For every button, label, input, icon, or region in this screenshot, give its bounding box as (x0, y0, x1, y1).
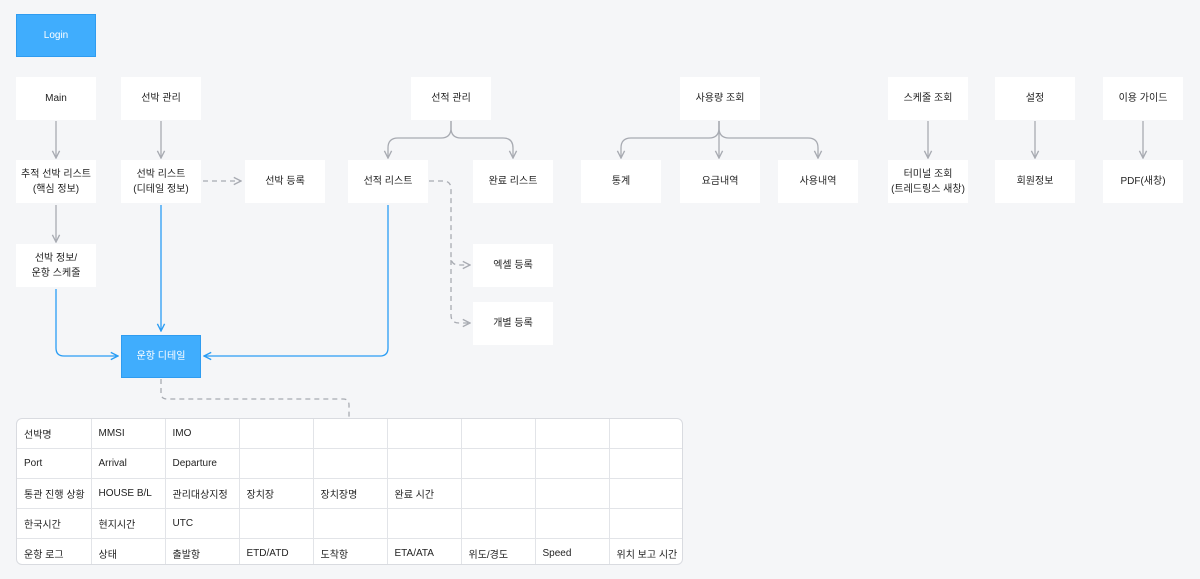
node-fee-history[interactable]: 요금내역 (680, 160, 760, 203)
table-cell (313, 448, 388, 479)
table-cell (535, 448, 610, 479)
node-usage-query[interactable]: 사용량 조회 (680, 77, 760, 120)
node-cargo-manage[interactable]: 선적 관리 (411, 77, 491, 120)
node-ship-manage[interactable]: 선박 관리 (121, 77, 201, 120)
node-member-info[interactable]: 회원정보 (995, 160, 1075, 203)
table-cell: HOUSE B/L (91, 478, 166, 509)
voyage-detail-table: 선박명 MMSI IMO Port Arrival Departure (16, 418, 683, 565)
table-cell: 운항 로그 (17, 538, 92, 564)
table-cell: 위치 보고 시간 (616, 550, 678, 561)
table-cell: IMO (165, 419, 240, 449)
table-cell: ETD/ATD (239, 538, 314, 564)
edge-shipinfo-to-detail (55, 289, 118, 356)
table-cell: UTC (165, 508, 240, 539)
table-cell: 선박명 (17, 419, 92, 449)
table-cell (609, 448, 682, 479)
node-tracking-list[interactable]: 추적 선박 리스트 (핵심 정보) (16, 160, 96, 203)
edge-cargolist-to-detail (204, 205, 389, 356)
table-cell (239, 508, 314, 539)
table-cell (461, 478, 536, 509)
edge-cargolist-to-excel (429, 180, 470, 265)
node-settings[interactable]: 설정 (995, 77, 1075, 120)
table-cell: ETA/ATA (387, 538, 462, 564)
table-cell (535, 508, 610, 539)
table-row: 선박명 MMSI IMO (17, 419, 682, 449)
table-row: Port Arrival Departure (17, 448, 682, 479)
node-stats[interactable]: 통계 (581, 160, 661, 203)
table-cell (239, 419, 314, 449)
login-button[interactable]: Login (16, 14, 96, 57)
node-cargo-list[interactable]: 선적 리스트 (348, 160, 428, 203)
node-complete-list[interactable]: 완료 리스트 (473, 160, 553, 203)
node-ship-list[interactable]: 선박 리스트 (디테일 정보) (121, 160, 201, 203)
table-cell: Departure (165, 448, 240, 479)
table-cell: 통관 진행 상황 (17, 478, 92, 509)
node-excel-register[interactable]: 엑셀 등록 (473, 244, 553, 287)
node-ship-register[interactable]: 선박 등록 (245, 160, 325, 203)
table-row: 운항 로그 상태 출발항 ETD/ATD 도착항 ETA/ATA 위도/경도 S… (17, 538, 682, 564)
table-cell (461, 508, 536, 539)
node-ship-info-schedule[interactable]: 선박 정보/ 운항 스케줄 (16, 244, 96, 287)
table-cell (387, 508, 462, 539)
node-individual-register[interactable]: 개별 등록 (473, 302, 553, 345)
node-main[interactable]: Main (16, 77, 96, 120)
table-cell: Speed (535, 538, 610, 564)
table-cell (461, 448, 536, 479)
node-schedule-query[interactable]: 스케줄 조회 (888, 77, 968, 120)
node-terminal-query[interactable]: 터미널 조회 (트레드링스 새창) (888, 160, 968, 203)
table-cell: 위도/경도 (461, 538, 536, 564)
table-cell (609, 419, 682, 449)
table-cell (535, 478, 610, 509)
node-pdf[interactable]: PDF(새창) (1103, 160, 1183, 203)
table-cell: 완료 시간 (387, 478, 462, 509)
node-guide[interactable]: 이용 가이드 (1103, 77, 1183, 120)
edge-usage-branch (621, 121, 720, 158)
table-cell: 현지시간 (91, 508, 166, 539)
table-row: 통관 진행 상황 HOUSE B/L 관리대상지정 장치장 장치장명 완료 시간 (17, 478, 682, 509)
edge-detail-to-table (160, 379, 350, 418)
edge-cargolist-to-individual (450, 260, 470, 323)
table-cell (313, 419, 388, 449)
table-cell (313, 508, 388, 539)
table-cell (387, 419, 462, 449)
table-row: 한국시간 현지시간 UTC (17, 508, 682, 539)
table-cell: MMSI (91, 419, 166, 449)
node-voyage-detail[interactable]: 운항 디테일 (121, 335, 201, 378)
node-usage-history[interactable]: 사용내역 (778, 160, 858, 203)
table-cell (461, 419, 536, 449)
table-cell: Arrival (91, 448, 166, 479)
table-cell (609, 478, 682, 509)
table-cell: 출발항 (165, 538, 240, 564)
table-cell: 도착항 (313, 538, 388, 564)
table-cell: 장치장명 (313, 478, 388, 509)
table-cell: 장치장 (239, 478, 314, 509)
table-cell: 한국시간 (17, 508, 92, 539)
edge-cargo-manage-branch (388, 121, 452, 158)
table-cell (609, 508, 682, 539)
table-cell: Port (17, 448, 92, 479)
table-cell (535, 419, 610, 449)
table-cell: 관리대상지정 (165, 478, 240, 509)
table-cell (239, 448, 314, 479)
table-cell: 상태 (91, 538, 166, 564)
table-cell (387, 448, 462, 479)
